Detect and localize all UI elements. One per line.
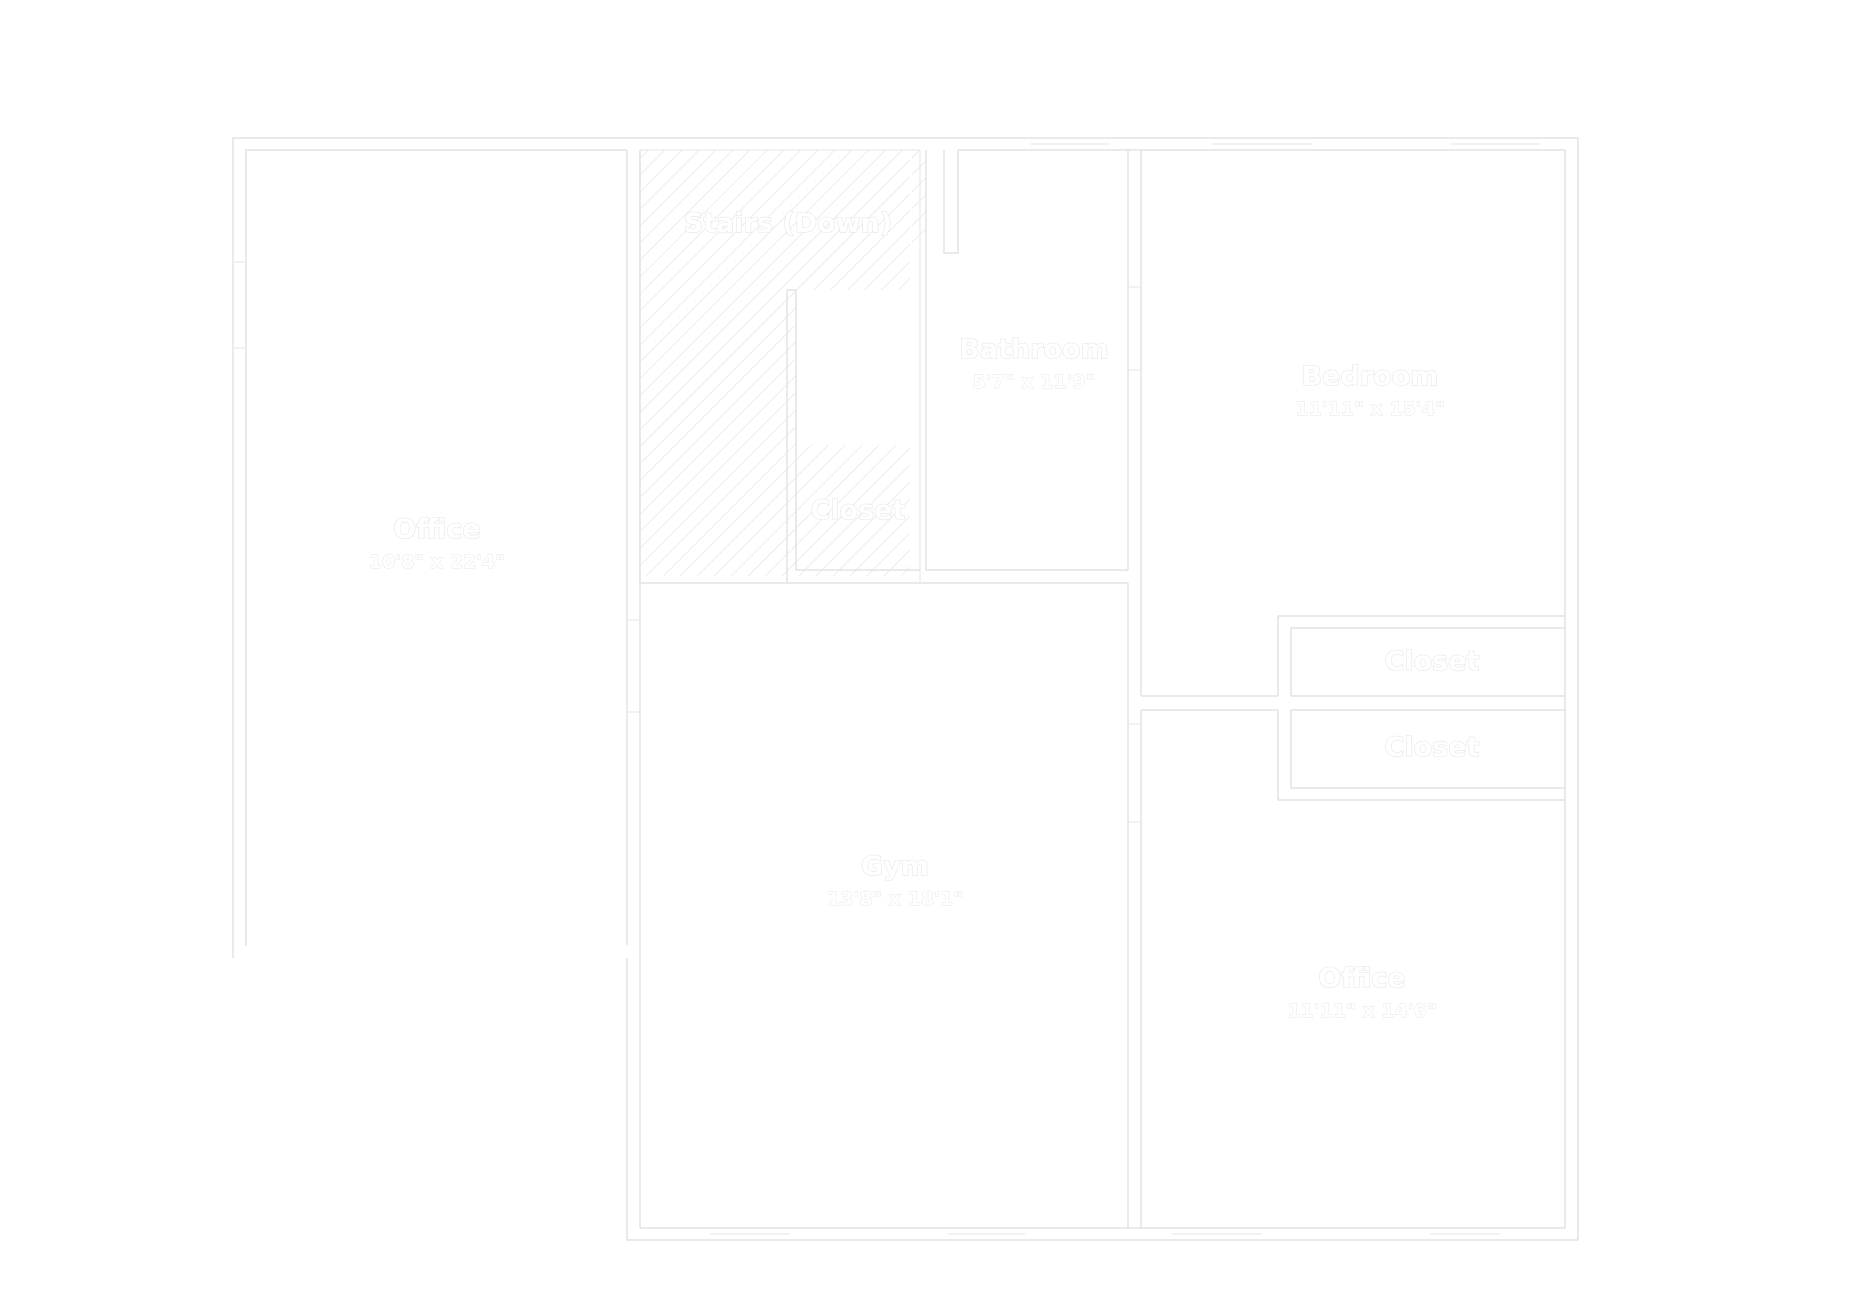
room-name: Office <box>393 514 480 545</box>
room-name: Stairs (Down) <box>684 208 892 239</box>
room-closet-lower[interactable]: Closet <box>1384 731 1480 763</box>
room-office-left[interactable]: Office 10'8" x 22'4" <box>368 513 505 573</box>
room-name: Gym <box>861 851 929 882</box>
room-stairs-closet[interactable]: Closet <box>810 494 906 526</box>
room-dimensions: 10'8" x 22'4" <box>369 551 505 573</box>
stairs-hatch <box>639 149 926 584</box>
room-office-right[interactable]: Office 11'11" x 14'6" <box>1287 962 1437 1022</box>
room-name: Bedroom <box>1302 361 1439 392</box>
room-dimensions: 5'7" x 11'9" <box>972 371 1095 393</box>
outer-walls <box>232 137 1579 1241</box>
room-name: Office <box>1318 963 1405 994</box>
room-name: Closet <box>811 495 906 526</box>
room-name: Closet <box>1385 646 1480 677</box>
room-dimensions: 11'11" x 14'6" <box>1287 1000 1436 1022</box>
room-dimensions: 11'11" x 15'4" <box>1295 398 1444 420</box>
room-bedroom[interactable]: Bedroom 11'11" x 15'4" <box>1295 360 1445 420</box>
room-closet-upper[interactable]: Closet <box>1384 645 1480 677</box>
room-stairs[interactable]: Stairs (Down) <box>683 207 893 239</box>
room-name: Closet <box>1385 732 1480 763</box>
room-dimensions: 13'8" x 18'1" <box>827 888 963 910</box>
room-bathroom[interactable]: Bathroom 5'7" x 11'9" <box>959 333 1110 393</box>
interior-walls <box>626 143 1565 1235</box>
room-gym[interactable]: Gym 13'8" x 18'1" <box>826 850 963 910</box>
room-name: Bathroom <box>959 334 1108 365</box>
